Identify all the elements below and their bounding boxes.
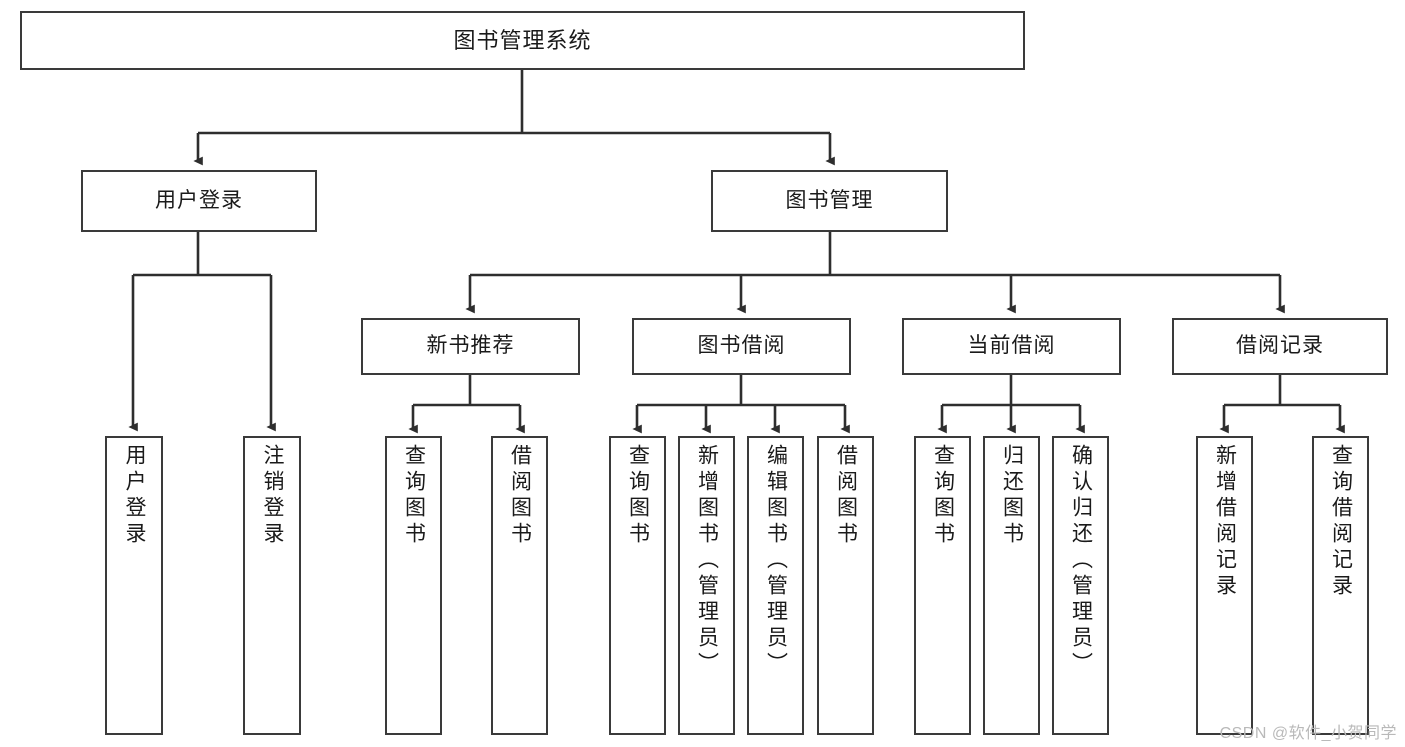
node-leaf-user-login-label: 用户登录 xyxy=(123,444,147,548)
node-leaf-borrow-book-1[interactable]: 借阅图书 xyxy=(491,436,548,735)
node-leaf-query-record[interactable]: 查询借阅记录 xyxy=(1312,436,1369,735)
node-leaf-add-record[interactable]: 新增借阅记录 xyxy=(1196,436,1253,735)
node-leaf-query-book-2-label: 查询图书 xyxy=(626,444,650,548)
node-book-borrow-label: 图书借阅 xyxy=(697,334,786,358)
node-leaf-borrow-book-2-label: 借阅图书 xyxy=(834,444,858,548)
node-current-borrow[interactable]: 当前借阅 xyxy=(902,318,1121,375)
node-leaf-logout-label: 注销登录 xyxy=(261,444,285,548)
node-leaf-confirm-return-label: 确认归还（管理员） xyxy=(1069,444,1093,678)
node-book-manage[interactable]: 图书管理 xyxy=(711,170,948,232)
node-leaf-edit-book-label: 编辑图书（管理员） xyxy=(764,444,788,678)
node-book-borrow[interactable]: 图书借阅 xyxy=(632,318,851,375)
node-new-book-recommend[interactable]: 新书推荐 xyxy=(361,318,580,375)
node-leaf-add-book[interactable]: 新增图书（管理员） xyxy=(678,436,735,735)
node-leaf-query-book-1[interactable]: 查询图书 xyxy=(385,436,442,735)
node-leaf-return-book[interactable]: 归还图书 xyxy=(983,436,1040,735)
node-book-manage-label: 图书管理 xyxy=(785,188,874,212)
node-leaf-logout[interactable]: 注销登录 xyxy=(243,436,301,735)
node-leaf-add-book-label: 新增图书（管理员） xyxy=(695,444,719,678)
node-user-login[interactable]: 用户登录 xyxy=(81,170,317,232)
watermark: CSDN @软件_小贺同学 xyxy=(1219,725,1397,742)
node-leaf-query-book-2[interactable]: 查询图书 xyxy=(609,436,666,735)
node-leaf-user-login[interactable]: 用户登录 xyxy=(105,436,163,735)
node-leaf-return-book-label: 归还图书 xyxy=(1000,444,1024,548)
node-leaf-borrow-book-1-label: 借阅图书 xyxy=(508,444,532,548)
node-current-borrow-label: 当前借阅 xyxy=(967,334,1056,358)
node-leaf-query-book-3-label: 查询图书 xyxy=(931,444,955,548)
node-borrow-record-label: 借阅记录 xyxy=(1236,334,1324,358)
node-leaf-query-book-3[interactable]: 查询图书 xyxy=(914,436,971,735)
node-new-book-recommend-label: 新书推荐 xyxy=(426,334,515,358)
node-leaf-borrow-book-2[interactable]: 借阅图书 xyxy=(817,436,874,735)
node-user-login-label: 用户登录 xyxy=(155,188,243,212)
node-leaf-add-record-label: 新增借阅记录 xyxy=(1213,444,1237,600)
node-root[interactable]: 图书管理系统 xyxy=(20,11,1025,70)
node-leaf-edit-book[interactable]: 编辑图书（管理员） xyxy=(747,436,804,735)
node-borrow-record[interactable]: 借阅记录 xyxy=(1172,318,1388,375)
node-leaf-query-book-1-label: 查询图书 xyxy=(402,444,426,548)
node-leaf-confirm-return[interactable]: 确认归还（管理员） xyxy=(1052,436,1109,735)
node-root-label: 图书管理系统 xyxy=(453,27,592,53)
node-leaf-query-record-label: 查询借阅记录 xyxy=(1329,444,1353,600)
